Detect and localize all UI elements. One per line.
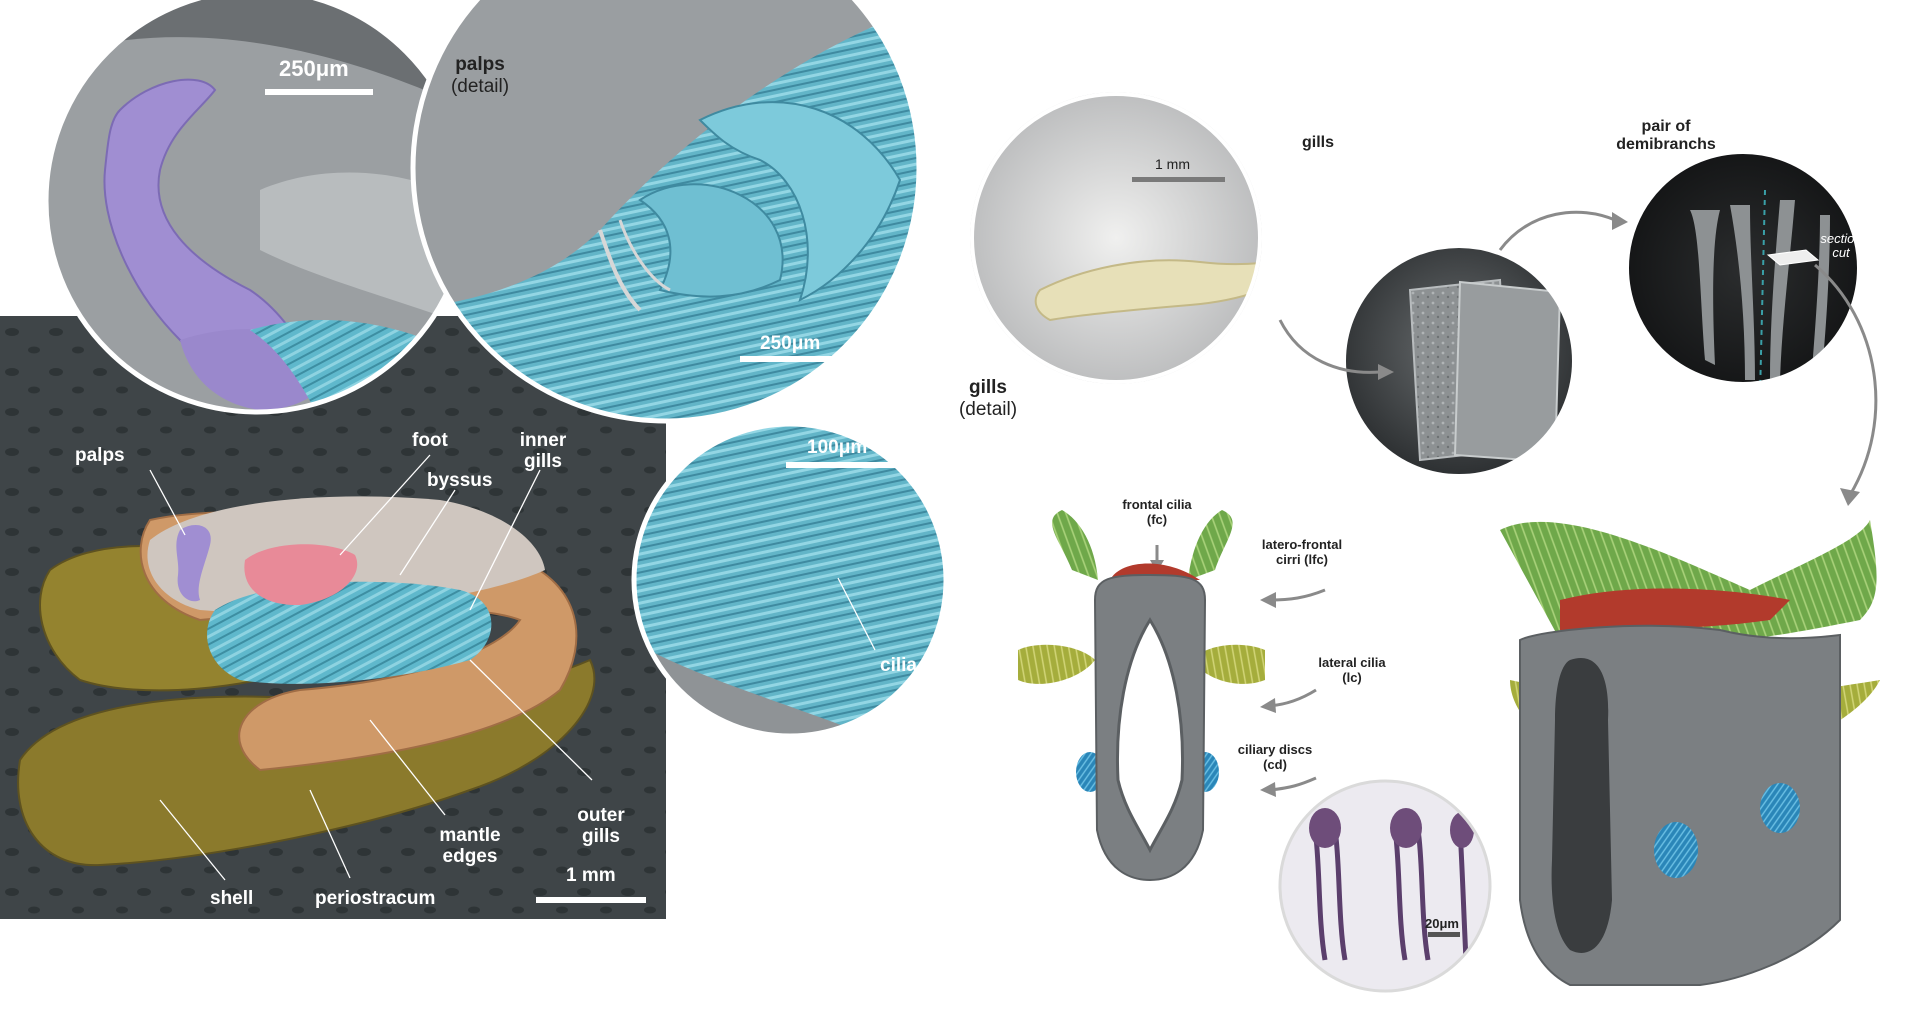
gills-detail-upper-circle — [410, 0, 922, 424]
gills-detail-title: gills — [968, 377, 1007, 398]
label-foot: foot — [412, 430, 448, 451]
gills-photo-scale-label: 1 mm — [1155, 156, 1190, 172]
gills-lower-scale-label: 100μm — [807, 437, 868, 458]
section-cut-label: section cut — [1820, 231, 1862, 260]
gills-detail-subtitle: (detail) — [958, 399, 1018, 420]
demibranchs-3d-circle — [1341, 243, 1577, 479]
histology-scale-label: 20μm — [1425, 916, 1459, 931]
palps-scale-label: 250μm — [279, 56, 349, 81]
label-mantle-edges: mantle edges — [439, 825, 501, 867]
label-frontal-cilia: frontal cilia (fc) — [1122, 497, 1192, 527]
histology-circle — [1278, 779, 1492, 993]
label-lateral-cilia: lateral cilia (lc) — [1318, 655, 1386, 685]
label-latero-frontal-cirri: latero-frontal cirri (lfc) — [1261, 537, 1343, 567]
demibranchs-title: pair of demibranchs — [1616, 118, 1716, 153]
label-ciliary-discs: ciliary discs (cd) — [1237, 742, 1313, 772]
label-periostracum: periostracum — [315, 888, 436, 909]
gills-photo-title: gills — [1302, 134, 1335, 151]
sem-scale-bar — [536, 897, 646, 903]
arrow-heads — [1150, 212, 1860, 797]
label-shell: shell — [210, 888, 254, 909]
gills-photo-circle — [970, 92, 1262, 384]
gill-filament-3d — [1500, 520, 1880, 986]
demibranch-pair-circle — [1624, 149, 1862, 387]
gill-cross-section — [1018, 510, 1265, 882]
gills-upper-scale-label: 250μm — [760, 333, 821, 354]
palps-detail-subtitle: (detail) — [450, 76, 510, 97]
palps-detail-title: palps — [455, 54, 505, 75]
sem-panel — [0, 316, 666, 919]
label-outer-gills: outer gills — [577, 805, 625, 847]
label-inner-gills: inner gills — [519, 430, 567, 472]
label-palps: palps — [75, 445, 125, 466]
sem-scale-label: 1 mm — [566, 865, 616, 886]
label-byssus: byssus — [427, 470, 493, 491]
gills-detail-lower-circle — [631, 421, 949, 739]
cilia-label: cilia — [880, 655, 917, 676]
